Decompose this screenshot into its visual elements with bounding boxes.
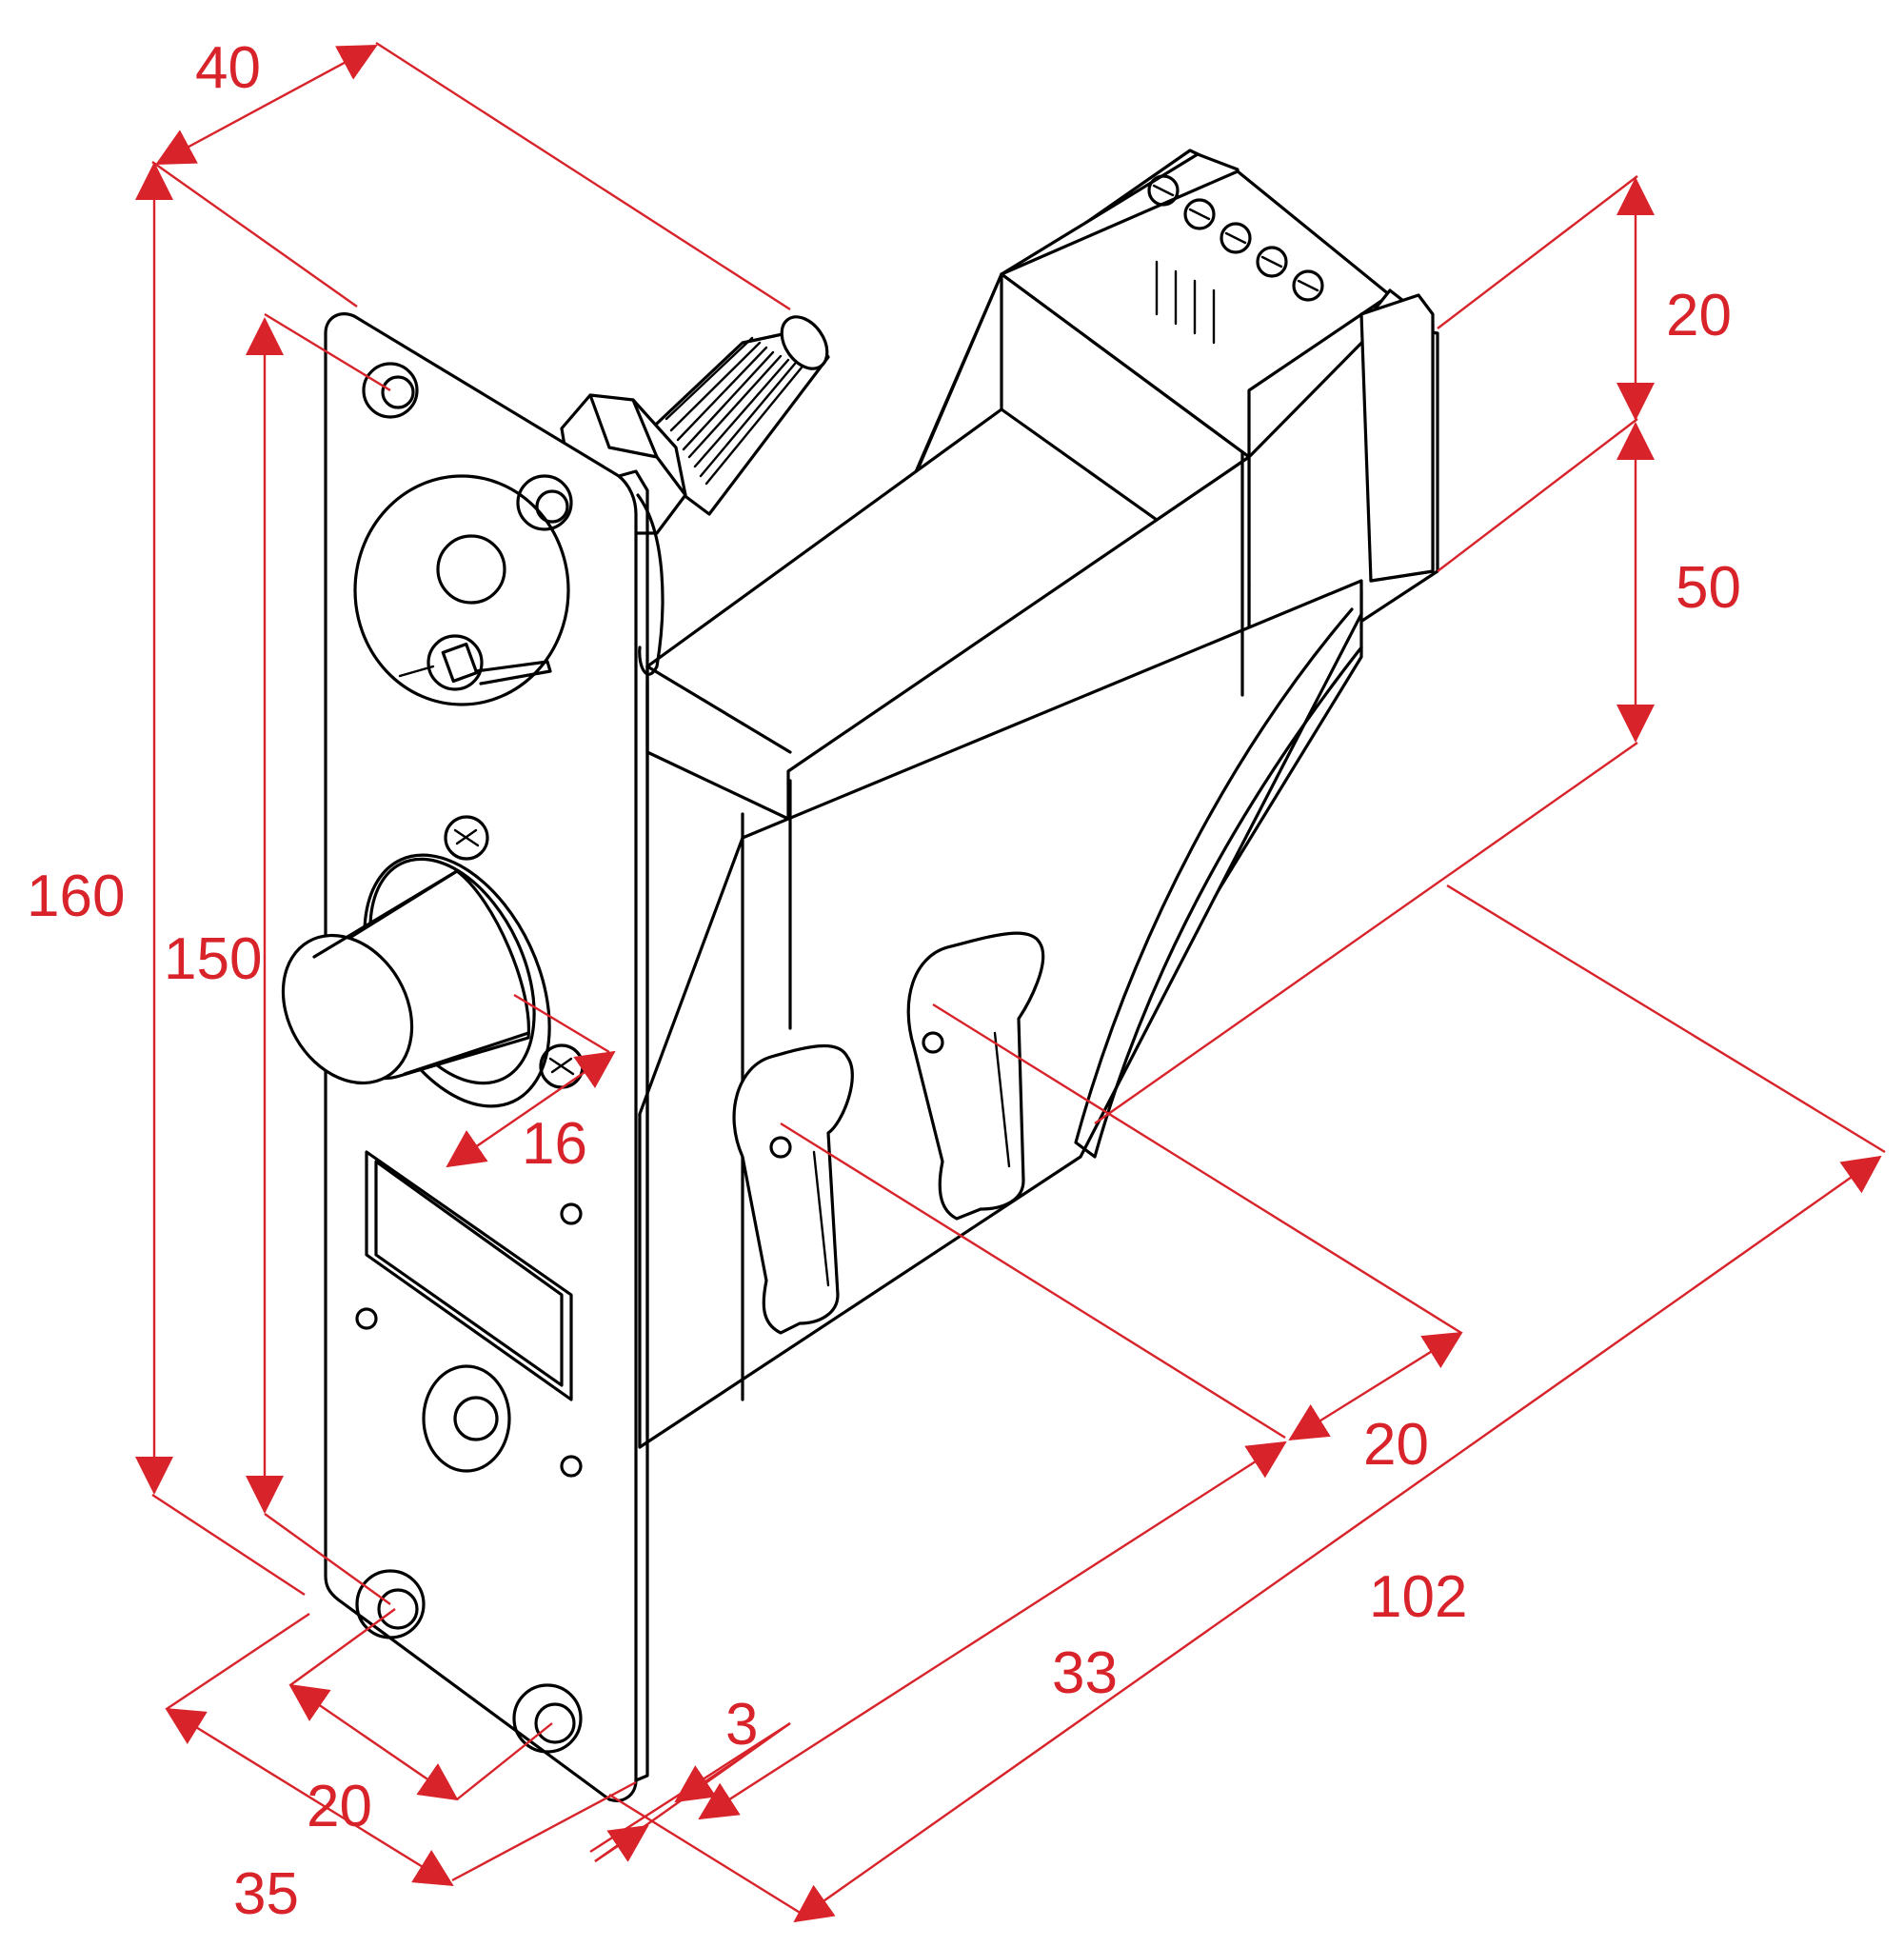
- screw-hole-bottom-right-icon: [512, 1683, 583, 1754]
- dim-label-102: 102: [1369, 1564, 1467, 1630]
- dimension-labels: 40 160 150 16 20 50 3 20 35 33 20 102: [27, 35, 1741, 1927]
- dim-label-35: 35: [233, 1861, 299, 1927]
- faceplate: [281, 312, 649, 1802]
- screw-upper-icon: [444, 815, 489, 861]
- dim-label-40: 40: [195, 35, 261, 101]
- dim-label-150: 150: [164, 926, 262, 992]
- terminal-screw-4-icon: [1256, 246, 1288, 278]
- terminal-screw-5-icon: [1292, 269, 1324, 302]
- dim-label-33: 33: [1052, 1640, 1118, 1706]
- dim-label-16: 16: [522, 1111, 587, 1177]
- lower-boss: [422, 1364, 511, 1473]
- dim-label-20-middle: 20: [1363, 1412, 1429, 1478]
- terminal-screw-1-icon: [1147, 174, 1180, 207]
- bolt: [281, 869, 531, 1085]
- terminal-block: [1147, 174, 1324, 345]
- screw-hole-top-left-icon: [362, 362, 419, 419]
- cam-disk: [353, 474, 570, 706]
- dim-label-3: 3: [725, 1692, 758, 1758]
- dim-label-160: 160: [27, 864, 125, 929]
- screw-hole-bottom-left-icon: [355, 1569, 426, 1639]
- strike-window: [365, 1150, 573, 1401]
- screw-hole-top-right-icon: [516, 474, 573, 531]
- dim-label-20-bottom: 20: [307, 1774, 372, 1839]
- dim-label-20-top: 20: [1666, 283, 1732, 348]
- dim-label-50: 50: [1676, 555, 1741, 621]
- terminal-screw-2-icon: [1183, 198, 1216, 230]
- dimension-lines: [135, 41, 1886, 1923]
- terminal-screw-3-icon: [1220, 222, 1252, 254]
